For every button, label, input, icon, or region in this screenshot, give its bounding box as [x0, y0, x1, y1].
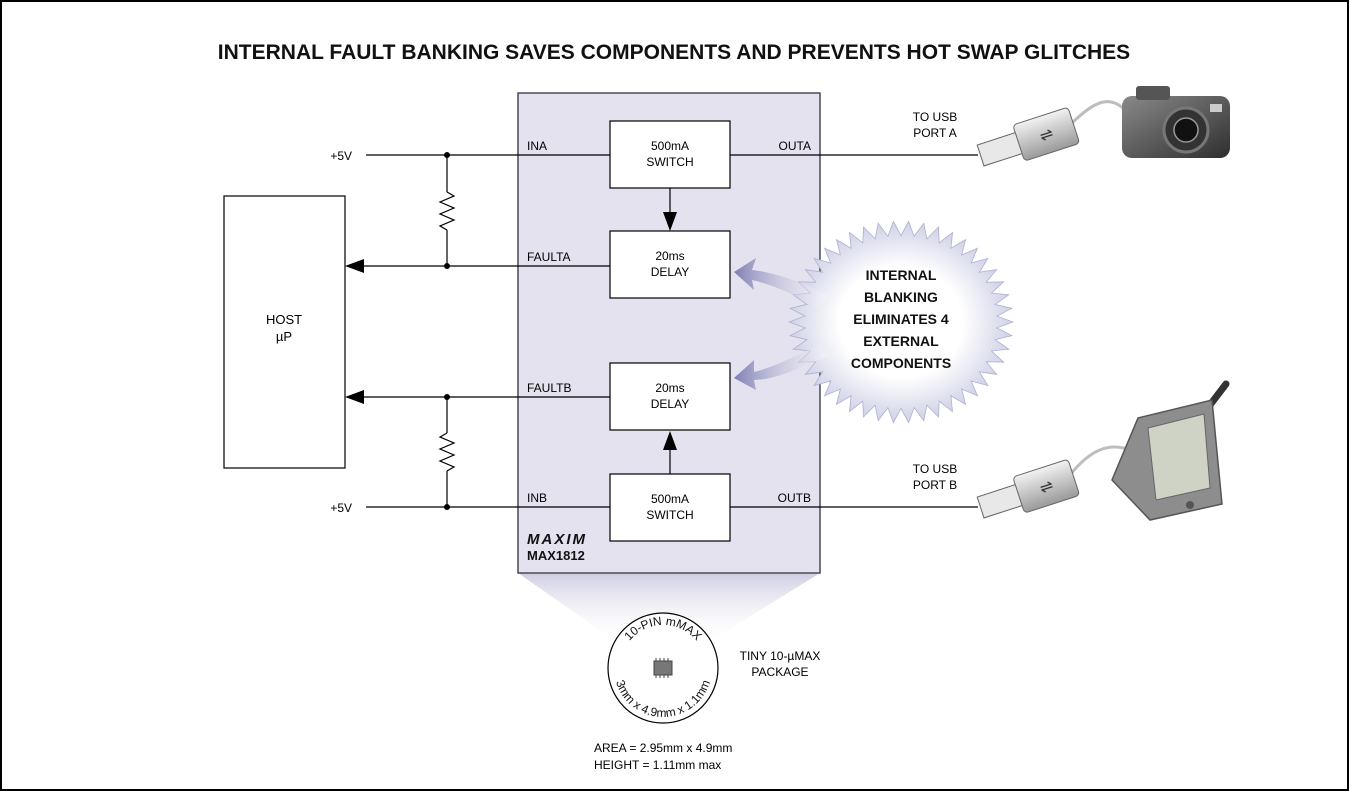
delay-b-block — [609, 362, 731, 431]
port-b-line1: TO USB — [913, 462, 957, 476]
pda-phone-icon — [1111, 380, 1230, 521]
svg-text:⇌: ⇌ — [1038, 477, 1056, 497]
callout-starburst — [787, 220, 1015, 424]
callout-line-4: EXTERNAL — [863, 333, 939, 349]
switch-a-line1: 500mA — [651, 139, 689, 153]
pin-outb: OUTB — [778, 491, 811, 505]
callout-line-1: INTERNAL — [866, 267, 937, 283]
faultb-arrowhead — [345, 390, 364, 404]
switch-a-line2: SWITCH — [646, 155, 693, 169]
pin-ina: INA — [527, 139, 547, 153]
delay-a-line1: 20ms — [655, 249, 684, 263]
supply-b-label: +5V — [330, 501, 352, 515]
pin-inb: INB — [527, 491, 547, 505]
chip-part-number: MAX1812 — [527, 548, 585, 563]
ic-chip-icon — [653, 658, 673, 678]
delay-b-line2: DELAY — [651, 397, 689, 411]
delay-b-line1: 20ms — [655, 381, 684, 395]
switch-b-block — [609, 473, 731, 542]
diagram-title: INTERNAL FAULT BANKING SAVES COMPONENTS … — [218, 41, 1130, 64]
pin-faulta: FAULTA — [527, 250, 571, 264]
host-mu-label: µP — [276, 329, 292, 344]
switch-b-line2: SWITCH — [646, 508, 693, 522]
callout-arrow-lower — [734, 344, 830, 390]
callout-line-5: COMPONENTS — [851, 355, 951, 371]
svg-text:⇌: ⇌ — [1038, 125, 1056, 145]
callout-line-2: BLANKING — [864, 289, 938, 305]
camera-icon — [1122, 86, 1230, 158]
package-cone — [518, 573, 820, 640]
callout-line-3: ELIMINATES 4 — [853, 311, 949, 327]
host-block — [223, 195, 346, 469]
port-b-line2: PORT B — [913, 478, 957, 492]
host-label: HOST — [266, 312, 302, 327]
usb-cable-a — [1068, 100, 1127, 127]
maxim-logo: MAXIM — [527, 531, 587, 548]
pin-outa: OUTA — [779, 139, 811, 153]
pullup-resistor-b — [438, 432, 456, 472]
switch-a-to-delay-a-arrowhead — [663, 212, 677, 231]
switch-b-line1: 500mA — [651, 492, 689, 506]
port-a-line1: TO USB — [913, 110, 957, 124]
package-label-line1: TINY 10-µMAX — [740, 649, 821, 663]
supply-a-label: +5V — [330, 149, 352, 163]
port-a-line2: PORT A — [913, 126, 957, 140]
dimensions-height: HEIGHT = 1.11mm max — [594, 758, 721, 772]
usb-plug-b: ⇌ — [976, 459, 1080, 519]
pullup-resistor-a — [438, 191, 456, 231]
usb-plug-a: ⇌ — [976, 107, 1080, 167]
package-label-line2: PACKAGE — [751, 665, 808, 679]
dimensions-area: AREA = 2.95mm x 4.9mm — [594, 741, 732, 755]
switch-b-to-delay-b-arrowhead — [663, 431, 677, 450]
delay-a-block — [609, 230, 731, 299]
faulta-arrowhead — [345, 259, 364, 273]
callout-arrow-upper — [734, 258, 828, 310]
delay-a-line2: DELAY — [651, 265, 689, 279]
pin-faultb: FAULTB — [527, 381, 571, 395]
